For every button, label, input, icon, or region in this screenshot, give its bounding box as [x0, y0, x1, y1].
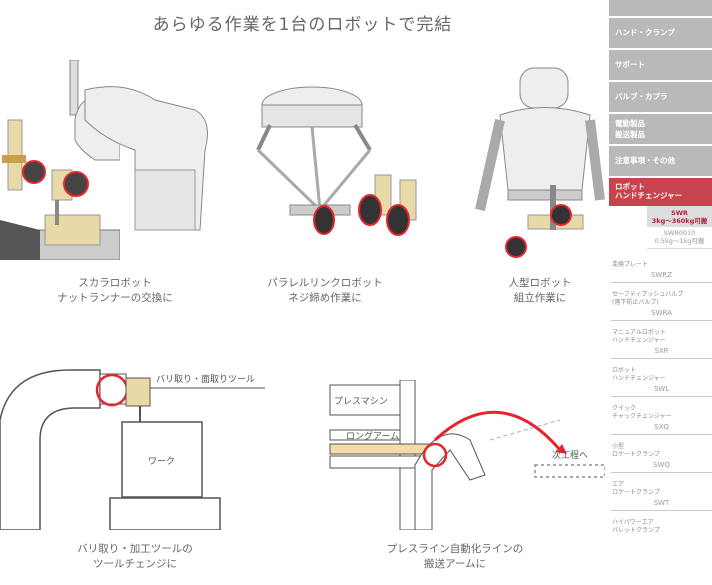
active-line1: ロボット [615, 182, 645, 191]
caption-parallel-desc: ネジ締め作業に [288, 292, 362, 304]
sidebar-item-hand-clamp[interactable]: ハンド・クランプ [609, 18, 712, 48]
group-code[interactable]: SWRZ [611, 269, 712, 283]
sidebar-group-0[interactable]: 変換プレート SWRZ [609, 261, 712, 283]
sub-swr0010-code: SWR0010 [663, 229, 696, 237]
sub-swr-note: 3kg～360kg可搬 [651, 217, 708, 225]
sidebar-group-1[interactable]: セーフティブッシュバルブ (落下防止バルブ) SWRA [609, 291, 712, 321]
sidebar-group-6[interactable]: エア ロケートクランプ SWT [609, 481, 712, 511]
sidebar-group-2[interactable]: マニュアルロボット ハンドチェンジャー SXR [609, 329, 712, 359]
caption-humanoid: 人型ロボット 組立作業に [490, 276, 590, 306]
active-line2: ハンドチェンジャー [615, 191, 683, 200]
caption-scara-title: スカラロボット [78, 277, 152, 289]
sidebar-item-robot-hand-changer[interactable]: ロボット ハンドチェンジャー [609, 178, 712, 206]
sub-swr0010-note: 0.5kg～1kg可搬 [654, 237, 705, 245]
caption-humanoid-desc: 組立作業に [513, 292, 567, 304]
group-code[interactable]: SWRA [611, 307, 712, 321]
sidebar-item-top[interactable] [609, 0, 712, 16]
long-arm-label: ロングアーム [346, 430, 399, 442]
group-label: マニュアルロボット ハンドチェンジャー [612, 329, 666, 344]
sub-swr-code: SWR [671, 209, 688, 217]
group-label: ハイパワーエア パレットクランプ [612, 519, 660, 534]
next-process-label: 次工程へ [552, 449, 588, 461]
press-machine-label: プレスマシン [334, 396, 388, 407]
main-content: あらゆる作業を1台のロボットで完結 スカラロボット ナットランナーの交換に [0, 15, 605, 572]
sidebar-group-7[interactable]: ハイパワーエア パレットクランプ [609, 519, 712, 535]
sidebar-item-support[interactable]: サポート [609, 50, 712, 80]
scara-robot-illustration-body [84, 86, 208, 231]
group-code[interactable]: SXR [611, 345, 712, 359]
group-code[interactable]: SXQ [611, 421, 712, 435]
sidebar-item-electric[interactable]: 電動製品 搬送製品 [609, 114, 712, 144]
caption-parallel-title: パラレルリンクロボット [267, 277, 383, 289]
caption-parallel: パラレルリンクロボット ネジ締め作業に [240, 276, 410, 306]
caption-scara: スカラロボット ナットランナーの交換に [20, 276, 210, 306]
caption-press: プレスライン自動化ラインの 搬送アームに [360, 542, 550, 572]
caption-press-desc: 搬送アームに [423, 558, 487, 570]
page-title: あらゆる作業を1台のロボットで完結 [152, 15, 453, 35]
press-line-diagram: プレスマシン ロングアーム 次工程へ [329, 380, 605, 530]
caption-deburr: バリ取り・加工ツールの ツールチェンジに [30, 542, 240, 572]
group-label: エア ロケートクランプ [612, 481, 660, 496]
sidebar-sub-swr0010[interactable]: SWR0010 0.5kg～1kg可搬 [647, 227, 712, 249]
parallel-link-robot-illustration [256, 86, 417, 236]
group-label: 変換プレート [612, 261, 649, 268]
sidebar-group-5[interactable]: 小型 ロケートクランプ SWQ [609, 443, 712, 473]
group-code[interactable]: SWT [611, 497, 712, 511]
deburr-tool-label: バリ取り・面取りツール [156, 374, 255, 385]
caption-deburr-desc: ツールチェンジに [93, 558, 177, 570]
group-code[interactable]: SWL [611, 383, 712, 397]
deburr-tool-diagram: バリ取り・面取りツール ワーク [0, 369, 265, 530]
caption-scara-desc: ナットランナーの交換に [57, 292, 173, 304]
group-label: セーフティブッシュバルブ (落下防止バルブ) [612, 291, 684, 306]
group-code[interactable]: SWQ [611, 459, 712, 473]
sidebar-group-3[interactable]: ロボット ハンドチェンジャー SWL [609, 367, 712, 397]
work-label: ワーク [148, 456, 175, 467]
sidebar-group-4[interactable]: クイック チャックチェンジャー SXQ [609, 405, 712, 435]
sidebar: ハンド・クランプ サポート バルブ・カプラ 電動製品 搬送製品 注意事項・その他… [609, 0, 712, 585]
scara-robot-illustration [0, 60, 120, 260]
caption-press-title: プレスライン自動化ラインの [386, 543, 524, 555]
group-label: ロボット ハンドチェンジャー [612, 367, 666, 382]
sidebar-item-notes[interactable]: 注意事項・その他 [609, 146, 712, 176]
caption-humanoid-title: 人型ロボット [508, 277, 572, 289]
sidebar-item-valve-coupler[interactable]: バルブ・カプラ [609, 82, 712, 112]
group-label: 小型 ロケートクランプ [612, 443, 660, 458]
group-label: クイック チャックチェンジャー [612, 405, 672, 420]
caption-deburr-title: バリ取り・加工ツールの [77, 543, 193, 555]
sidebar-sub-swr[interactable]: SWR 3kg～360kg可搬 [647, 206, 712, 227]
humanoid-robot-illustration [475, 67, 605, 258]
